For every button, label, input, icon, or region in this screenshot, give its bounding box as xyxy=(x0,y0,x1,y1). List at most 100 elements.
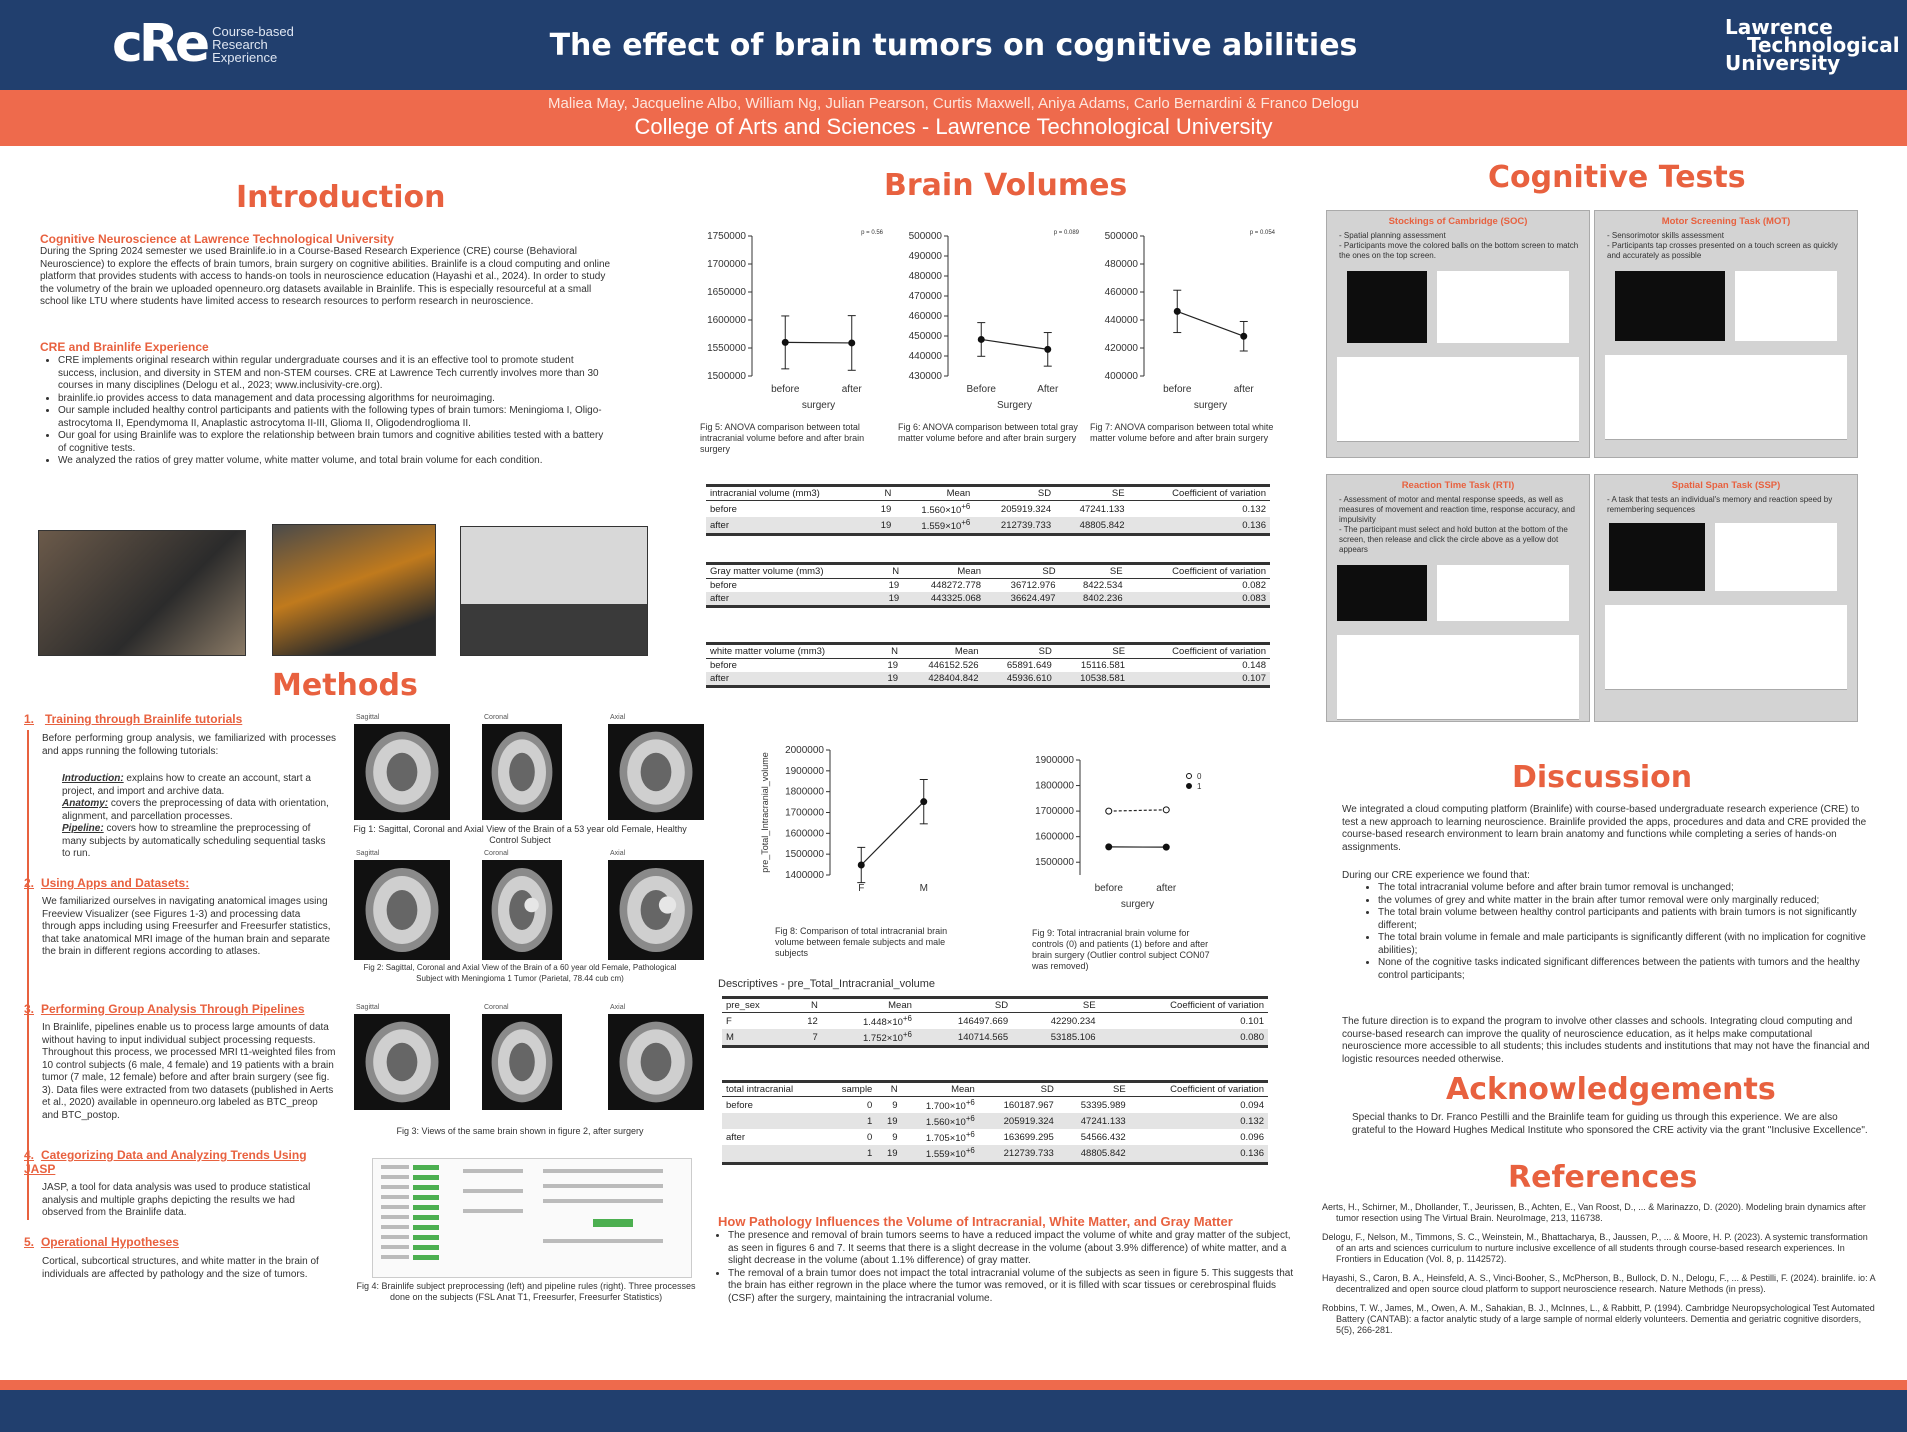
methods-title: Methods xyxy=(272,668,418,703)
discussion-bullet: the volumes of grey and white matter in … xyxy=(1378,895,1876,908)
cre-logo-mark: cRe xyxy=(112,14,210,74)
intro-bullet: brainlife.io provides access to data man… xyxy=(58,393,612,406)
y-tick-label: 1800000 xyxy=(1035,781,1074,792)
table-cell: 140714.565 xyxy=(915,1029,1013,1049)
brain-scan-graphic xyxy=(491,868,553,952)
data-point xyxy=(1162,843,1170,851)
table-header-cell: Coefficient of variation xyxy=(1126,562,1270,579)
brain-volume-charts-2: 2000000190000018000001700000160000015000… xyxy=(760,745,1202,910)
data-point xyxy=(1044,345,1052,353)
table-header-cell: SD xyxy=(985,562,1060,579)
table-cell: 446152.526 xyxy=(928,660,979,671)
cre-logo: cRe Course-based Research Experience xyxy=(112,18,294,70)
table-cell: 428404.842 xyxy=(902,672,983,688)
table-cell: 0.136 xyxy=(1128,517,1270,537)
mri-sagittal-view: Sagittal xyxy=(354,714,450,820)
cognitive-tests-title: Cognitive Tests xyxy=(1488,160,1746,195)
anova-table-row xyxy=(1605,411,1847,426)
intro-bullet: We analyzed the ratios of grey matter vo… xyxy=(58,455,612,468)
intro-bullet: CRE implements original research within … xyxy=(58,355,612,393)
task-screenshot xyxy=(1609,523,1705,591)
table-cell: 53395.989 xyxy=(1080,1099,1126,1111)
method-step-heading: 4. Categorizing Data and Analyzing Trend… xyxy=(24,1148,307,1176)
table-cell: 19 xyxy=(876,1145,902,1165)
brainlife-screenshot xyxy=(372,1158,692,1278)
exponent: +6 xyxy=(902,1030,912,1040)
brain-volumes-title: Brain Volumes xyxy=(884,168,1128,203)
description-line: - A task that tests an individual's memo… xyxy=(1607,495,1833,514)
table-cell: after xyxy=(706,672,877,688)
anova-table-row xyxy=(1605,425,1847,440)
y-tick-label: 460000 xyxy=(909,311,943,322)
y-tick-label: 1600000 xyxy=(707,315,746,326)
exponent: +6 xyxy=(965,1098,975,1107)
table-cell: 0 xyxy=(867,1099,873,1111)
descriptives-title: Descriptives - pre_Total_Intracranial_vo… xyxy=(718,978,936,990)
mri-label: Sagittal xyxy=(356,1004,380,1011)
chart-fig9: 19000001800000170000016000001500000befor… xyxy=(1035,755,1202,910)
chart-fig6: 5000004900004800004700004600004500004400… xyxy=(909,230,1080,411)
discussion-bullet: The total intracranial volume before and… xyxy=(1378,882,1876,895)
mri-axial-view: Axial xyxy=(608,714,704,820)
y-tick-label: 500000 xyxy=(1105,231,1139,242)
acknowledgements-text: Special thanks to Dr. Franco Pestilli an… xyxy=(1352,1112,1868,1136)
mri-coronal-view: Coronal xyxy=(482,1004,562,1110)
methods-timeline xyxy=(27,730,29,1220)
mini-chart xyxy=(1715,523,1837,591)
y-tick-label: 440000 xyxy=(1105,315,1139,326)
x-tick-label: F xyxy=(858,883,864,894)
reference-item: Aerts, H., Schirner, M., Dhollander, T.,… xyxy=(1322,1202,1866,1223)
ltu-logo-line: Lawrence xyxy=(1725,15,1833,39)
cognitive-test-title: Stockings of Cambridge (SOC) xyxy=(1388,216,1528,227)
references-list: Aerts, H., Schirner, M., Dhollander, T.,… xyxy=(1322,1202,1877,1344)
x-tick-label: before xyxy=(1095,883,1124,894)
brain-scan-graphic xyxy=(365,731,439,813)
description-line: - The participant must select and hold b… xyxy=(1339,525,1568,554)
table-header-cell: Mean xyxy=(901,1080,979,1097)
series-line xyxy=(1177,310,1244,337)
y-tick-label: 1600000 xyxy=(1035,832,1074,843)
x-tick-label: after xyxy=(1156,883,1177,894)
references-title: References xyxy=(1508,1160,1698,1195)
table-cell: 0.132 xyxy=(1242,503,1266,515)
y-tick-label: 1600000 xyxy=(785,828,824,839)
legend-marker xyxy=(1186,783,1192,789)
anova-table-row xyxy=(1605,355,1847,370)
task-screenshot xyxy=(1337,565,1427,621)
y-tick-label: 460000 xyxy=(1105,287,1139,298)
y-tick-label: 1900000 xyxy=(785,766,824,777)
exponent: +6 xyxy=(961,502,971,511)
figure-caption: Fig 5: ANOVA comparison between total in… xyxy=(700,422,865,454)
table-header-cell: SD xyxy=(982,642,1056,659)
discussion-paragraph: We integrated a cloud computing platform… xyxy=(1342,804,1867,853)
table-header-cell: N xyxy=(876,1080,902,1097)
pathology-bullet: The removal of a brain tumor does not im… xyxy=(728,1268,1300,1306)
intro-subheading: Cognitive Neuroscience at Lawrence Techn… xyxy=(40,232,394,246)
cognitive-test-title: Motor Screening Task (MOT) xyxy=(1661,216,1791,227)
x-tick-label: M xyxy=(920,883,928,894)
table-cell: 36624.497 xyxy=(985,592,1060,608)
anova-table-row xyxy=(1337,371,1579,386)
table-cell: before xyxy=(710,503,737,515)
table-cell: 443325.068 xyxy=(903,592,986,608)
table-header-cell: SE xyxy=(1059,562,1127,579)
table-cell: 0.132 xyxy=(1129,1113,1268,1130)
y-tick-label: 480000 xyxy=(909,271,943,282)
anova-table-row xyxy=(1605,605,1847,620)
mini-chart xyxy=(1437,565,1569,621)
method-step-heading: 5. Operational Hypotheses xyxy=(24,1235,179,1249)
description-line: - Participants tap crosses presented on … xyxy=(1607,241,1838,260)
tutorial-list: Introduction: explains how to create an … xyxy=(62,773,336,861)
table-header-cell: N xyxy=(876,642,903,659)
mri-label: Sagittal xyxy=(356,714,380,721)
tutorial-item: Anatomy: covers the preprocessing of dat… xyxy=(62,798,329,822)
table-header-cell: SE xyxy=(1057,1080,1130,1097)
cognitive-test-description: - Assessment of motor and mental respons… xyxy=(1339,495,1579,555)
figure-caption: Fig 2: Sagittal, Coronal and Axial View … xyxy=(363,963,677,983)
pathology-bullet: The presence and removal of brain tumors… xyxy=(728,1230,1300,1268)
description-line: - Assessment of motor and mental respons… xyxy=(1339,495,1575,524)
cognitive-test-description: - A task that tests an individual's memo… xyxy=(1607,495,1847,515)
x-axis-label: Surgery xyxy=(997,400,1032,411)
